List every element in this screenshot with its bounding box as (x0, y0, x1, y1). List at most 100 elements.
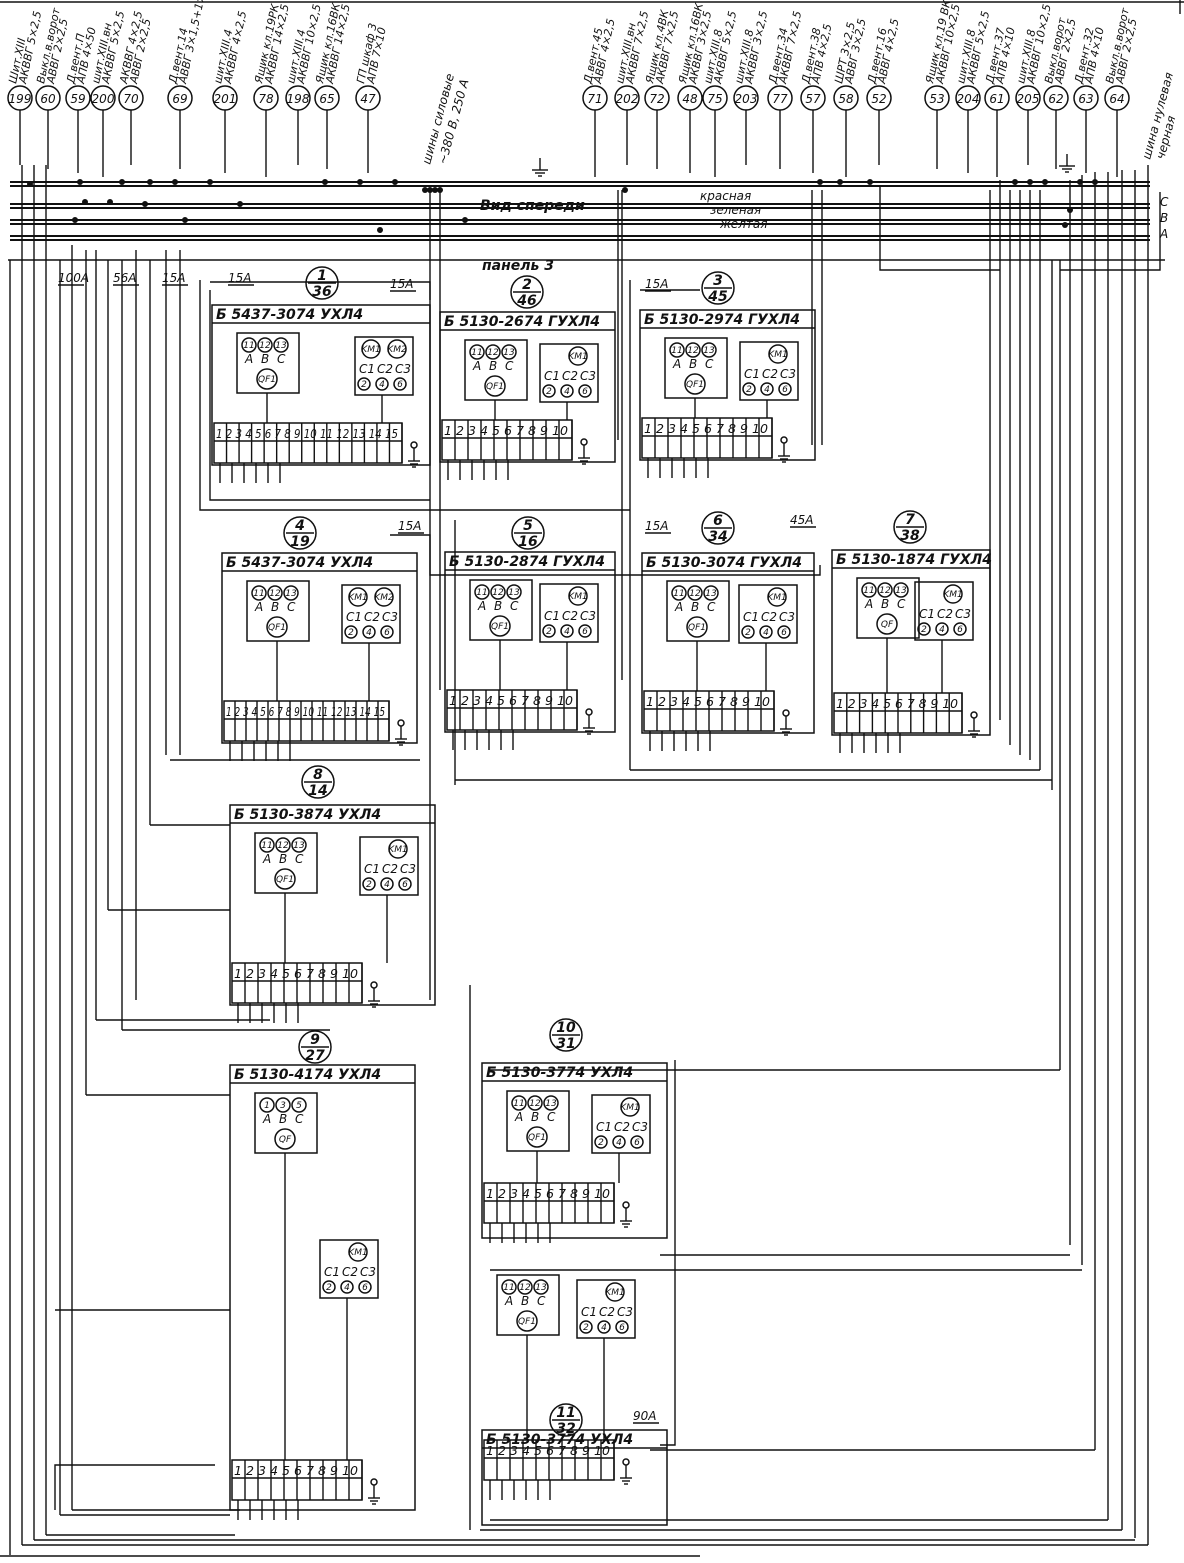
phase-terminal (685, 342, 701, 358)
cap-letter: C3 (360, 1265, 376, 1279)
phase-letter: C (705, 357, 714, 371)
wire-return (54, 1464, 215, 1510)
contactor-label: KM1 (943, 590, 962, 600)
block-frame (211, 304, 431, 466)
fuse-label: 15А (162, 271, 185, 285)
contactor-coil (348, 587, 368, 607)
contactor-coil (767, 587, 787, 607)
bus-tap-dot (357, 179, 363, 185)
phase-letter-C: C (1160, 195, 1169, 209)
bus-tap-dot (322, 179, 328, 185)
breaker-symbol (484, 375, 506, 397)
bus-tap-dot (1012, 179, 1018, 185)
cap-terminal (542, 384, 556, 398)
phase-terminal-label: 13 (895, 586, 907, 596)
block-tag-top: 9 (310, 1032, 320, 1048)
block-tag-circle (893, 510, 927, 544)
phase-terminal (485, 344, 501, 360)
cap-letter: C2 (377, 362, 393, 376)
cap-letter: C3 (382, 610, 398, 624)
cap-letter: C3 (395, 362, 411, 376)
phase-terminal-label: 11 (253, 589, 264, 599)
cap-terminal-label: 4 (764, 385, 770, 395)
fuse-label: 45А (790, 513, 813, 527)
breaker-symbol (274, 868, 296, 890)
cap-letter: C1 (364, 862, 380, 876)
cable-number: 53 (929, 92, 944, 106)
terminal-ground-node (780, 436, 788, 444)
breaker-frame (506, 1090, 570, 1152)
contactor-coil (374, 587, 394, 607)
phase-terminal-label: 12 (529, 1099, 541, 1109)
phase-terminal-label: 11 (471, 348, 482, 358)
cable-number: 62 (1048, 92, 1063, 106)
cap-letter: C3 (632, 1120, 648, 1134)
block-title: Б 5130-2674 ГУХЛ4 (444, 314, 600, 330)
phase-letter: A (477, 599, 486, 613)
phase-letter: B (531, 1110, 539, 1124)
cable-number: 64 (1109, 92, 1124, 106)
phase-terminal (877, 582, 893, 598)
bus-tap-dot (432, 187, 438, 193)
phase-terminal (267, 585, 283, 601)
phase-terminal (275, 1097, 291, 1113)
cap-letter: C1 (324, 1265, 340, 1279)
terminal-ground-node (410, 441, 418, 449)
cap-terminal (560, 384, 574, 398)
cap-terminal (340, 1280, 354, 1294)
cap-terminal (615, 1320, 629, 1334)
cable-number: 52 (871, 92, 886, 106)
contactor-label: KM1 (388, 845, 407, 855)
bus-tap-dot (462, 217, 468, 223)
cable-number: 198 (287, 92, 310, 106)
block-tag-top: 3 (713, 273, 723, 289)
breaker-symbol (256, 368, 278, 390)
block-tag-top: 5 (523, 518, 533, 534)
cable-number: 200 (92, 92, 115, 106)
block-tag-top: 2 (522, 277, 532, 293)
cap-terminal-label: 2 (598, 1138, 604, 1148)
cap-terminal-label: 6 (619, 1323, 625, 1333)
phase-terminal-label: 12 (487, 348, 499, 358)
block-tag-top: 6 (713, 513, 723, 529)
bus-tap-dot (119, 179, 125, 185)
block-frame (439, 311, 616, 463)
cable-number: 48 (682, 92, 698, 106)
cap-terminal-label: 6 (582, 387, 588, 397)
block-title: Б 5437-3074 УХЛ4 (226, 555, 373, 571)
phase-terminal-label: 13 (293, 841, 305, 851)
bus-tap-dot (377, 227, 383, 233)
bus-tap-dot (1042, 179, 1048, 185)
phase-letter: B (691, 600, 699, 614)
cap-terminal-label: 2 (546, 627, 552, 637)
breaker-label: QF1 (688, 623, 706, 633)
block-tag-top: 1 (317, 268, 327, 284)
phase-terminal (671, 585, 687, 601)
block-frame (221, 552, 418, 744)
block-title: Б 5130-3774 УХЛ4 (486, 1065, 633, 1081)
block-tag-circle (510, 275, 544, 309)
breaker-symbol (526, 1126, 548, 1148)
breaker-symbol (876, 613, 898, 635)
cable-number: 75 (707, 92, 722, 106)
terminal-ground-node (397, 719, 405, 727)
phase-terminal (259, 1097, 275, 1113)
terminal-numbers: 1 2 3 4 5 6 7 8 9 10 (234, 967, 358, 981)
block-frame (831, 549, 991, 736)
phase-letter: C (547, 1110, 556, 1124)
phase-terminal (469, 344, 485, 360)
block-tag-circle (301, 765, 335, 799)
terminal-numbers: 1 2 3 4 5 6 7 8 9 10 11 12 13 14 15 (216, 427, 398, 441)
phase-letter: C (510, 599, 519, 613)
